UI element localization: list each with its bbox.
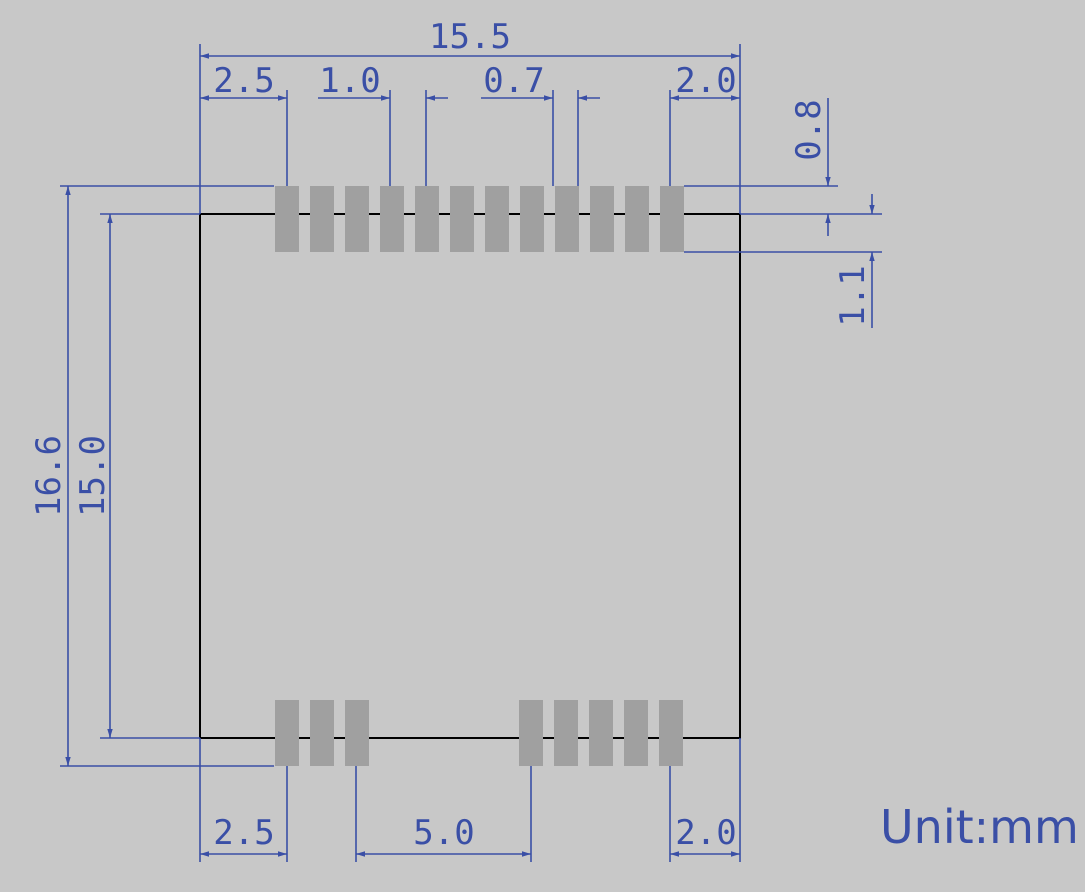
dimension-lines <box>65 53 875 857</box>
top-pad-12 <box>660 186 684 252</box>
bottom-left-pad-3 <box>345 700 369 766</box>
top-pad-8 <box>520 186 544 252</box>
top-pad-4 <box>380 186 404 252</box>
bottom-left-pad-2 <box>310 700 334 766</box>
unit-label: Unit:mm <box>880 800 1079 854</box>
dim-pad-width: 0.7 <box>483 61 544 101</box>
top-pad-3 <box>345 186 369 252</box>
dim-right-offset-bottom: 2.0 <box>675 813 736 853</box>
bottom-left-pad-group <box>275 700 369 766</box>
dim-pad-length: 1.1 <box>833 265 873 326</box>
dim-pad-overhang: 0.8 <box>789 99 829 160</box>
dim-gap-bottom: 5.0 <box>413 813 474 853</box>
dim-right-offset-top: 2.0 <box>675 61 736 101</box>
top-pad-7 <box>485 186 509 252</box>
top-pad-9 <box>555 186 579 252</box>
top-pad-row <box>275 186 684 252</box>
bottom-right-pad-1 <box>519 700 543 766</box>
dim-left-offset-top: 2.5 <box>213 61 274 101</box>
top-pad-6 <box>450 186 474 252</box>
dim-overall-width: 15.5 <box>429 17 511 57</box>
dim-left-offset-bottom: 2.5 <box>213 813 274 853</box>
top-pad-1 <box>275 186 299 252</box>
dim-pitch: 1.0 <box>319 61 380 101</box>
bottom-left-pad-1 <box>275 700 299 766</box>
bottom-right-pad-5 <box>659 700 683 766</box>
top-pad-5 <box>415 186 439 252</box>
top-pad-11 <box>625 186 649 252</box>
bottom-right-pad-2 <box>554 700 578 766</box>
bottom-right-pad-group <box>519 700 683 766</box>
bottom-right-pad-4 <box>624 700 648 766</box>
dim-body-height: 15.0 <box>73 435 113 517</box>
bottom-right-pad-3 <box>589 700 613 766</box>
module-body-outline <box>199 213 741 739</box>
top-pad-10 <box>590 186 614 252</box>
dim-overall-height: 16.6 <box>29 435 69 517</box>
top-pad-2 <box>310 186 334 252</box>
extension-lines <box>60 44 882 862</box>
